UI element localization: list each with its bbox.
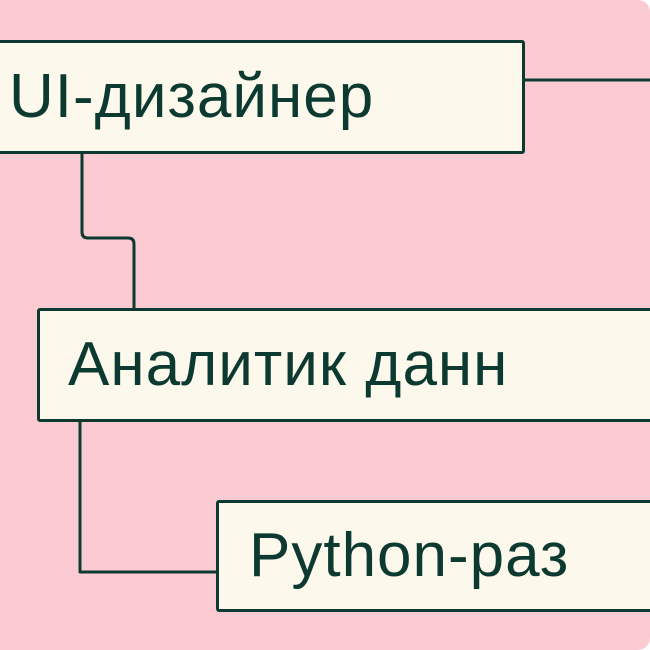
node-ui-designer: UI-дизайнер — [0, 40, 525, 154]
edge-data-analyst-to-python-dev — [78, 420, 218, 574]
node-data-analyst: Аналитик данн — [37, 308, 650, 422]
edge-ui-designer-to-data-analyst — [80, 152, 136, 310]
node-label: Аналитик данн — [68, 330, 509, 399]
node-label: Python-раз — [249, 521, 570, 590]
node-python-dev: Python-раз — [216, 500, 650, 612]
node-label: UI-дизайнер — [9, 62, 375, 131]
